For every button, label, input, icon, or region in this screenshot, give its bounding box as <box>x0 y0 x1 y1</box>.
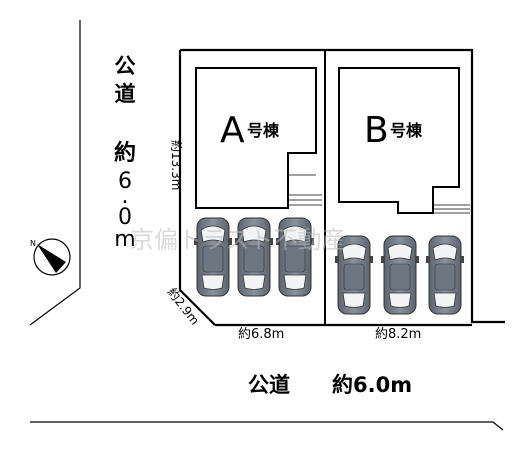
building-a-letter: A <box>220 110 245 151</box>
bottom-road-label: 公道 <box>248 373 290 397</box>
side-dimension-label: 約13.3m <box>169 140 184 190</box>
building-b-footprint <box>338 67 460 214</box>
svg-text:0: 0 <box>118 205 132 230</box>
parking-lot-b <box>334 235 465 315</box>
bottom-road-width: 約6.0m <box>332 373 412 397</box>
lot-a-frontage-label: 約6.8m <box>238 327 284 342</box>
svg-text:.: . <box>122 184 129 209</box>
svg-text:道: 道 <box>115 82 136 106</box>
parked-car-b2 <box>380 235 420 315</box>
parked-car-b3 <box>425 235 465 315</box>
building-b-steps <box>433 204 470 214</box>
watermark: 京偏トラスト不動産 <box>130 226 346 254</box>
left-road-label: 公 道 <box>115 54 136 106</box>
svg-text:6: 6 <box>118 169 132 194</box>
lot-b-frontage-label: 約8.2m <box>375 327 421 342</box>
svg-text:公: 公 <box>115 54 136 78</box>
left-road-edge <box>29 20 81 326</box>
svg-text:約: 約 <box>114 140 136 166</box>
compass-icon: N <box>30 238 71 276</box>
compass-north-label: N <box>30 239 36 248</box>
building-a-footprint <box>195 67 317 209</box>
building-a-suffix: 号棟 <box>247 121 280 140</box>
building-b-letter: B <box>364 110 389 151</box>
building-a-steps <box>288 174 322 206</box>
left-road-width: 約 6 . 0 m <box>114 140 136 252</box>
svg-text:m: m <box>114 227 135 252</box>
bottom-road-far-edge <box>30 421 504 431</box>
building-b-suffix: 号棟 <box>390 121 423 140</box>
